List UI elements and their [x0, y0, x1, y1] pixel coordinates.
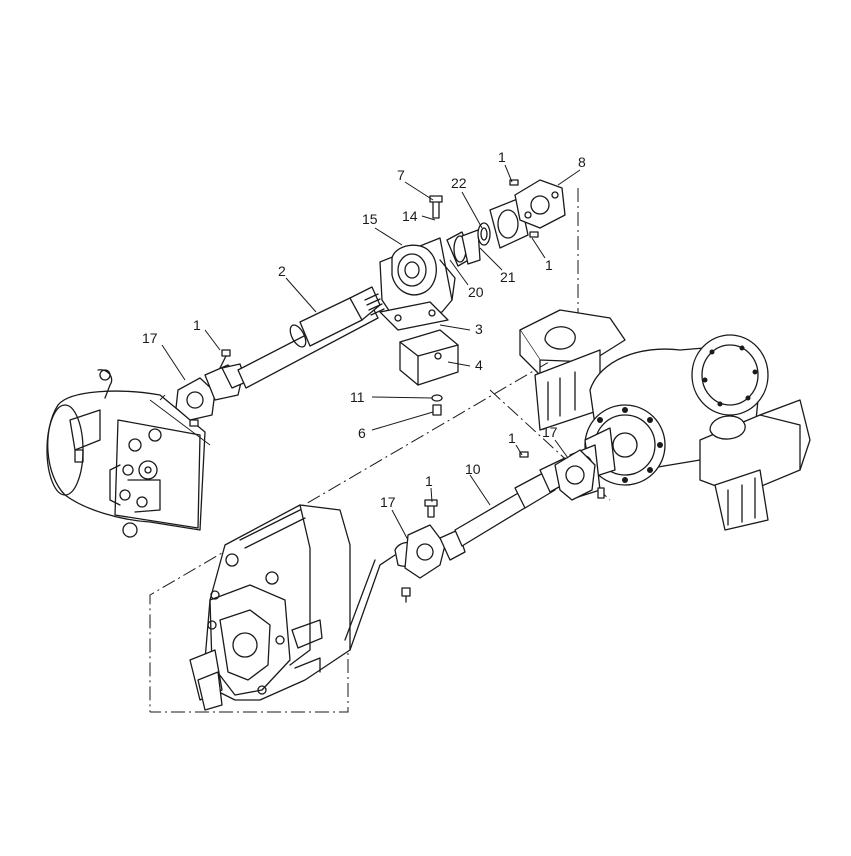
leader-lines	[161, 164, 581, 541]
assembly-axis-lines	[149, 188, 611, 713]
callout-labels: 1 8 7 22 14 15 1 21 2 20 1 3 17 4 11 6 1…	[142, 149, 586, 510]
front-axle	[519, 309, 811, 531]
gearbox	[189, 504, 396, 711]
callout-1: 1	[193, 317, 201, 333]
callout-17: 17	[142, 330, 158, 346]
callout-15: 15	[362, 211, 378, 227]
callout-1: 1	[498, 149, 506, 165]
callout-14: 14	[402, 208, 418, 224]
callout-17: 17	[542, 424, 558, 440]
callout-11: 11	[350, 389, 365, 405]
callout-20: 20	[468, 284, 484, 300]
callout-22: 22	[451, 175, 467, 191]
callout-1: 1	[508, 430, 516, 446]
callout-10: 10	[465, 461, 481, 477]
upper-cardan-shaft	[175, 286, 385, 427]
upper-rear-coupling	[446, 179, 566, 267]
callout-1: 1	[425, 473, 433, 489]
callout-3: 3	[475, 321, 483, 337]
callout-8: 8	[578, 154, 586, 170]
callout-17: 17	[380, 494, 396, 510]
mounting-plate-and-block	[379, 301, 459, 416]
callout-4: 4	[475, 357, 483, 373]
callout-21: 21	[500, 269, 516, 285]
electric-motor	[46, 369, 211, 538]
callout-1: 1	[545, 257, 553, 273]
callout-6: 6	[358, 425, 366, 441]
callout-2: 2	[278, 263, 286, 279]
callout-7: 7	[397, 167, 405, 183]
center-bearing	[379, 195, 456, 316]
lower-cardan-shaft	[394, 449, 605, 603]
